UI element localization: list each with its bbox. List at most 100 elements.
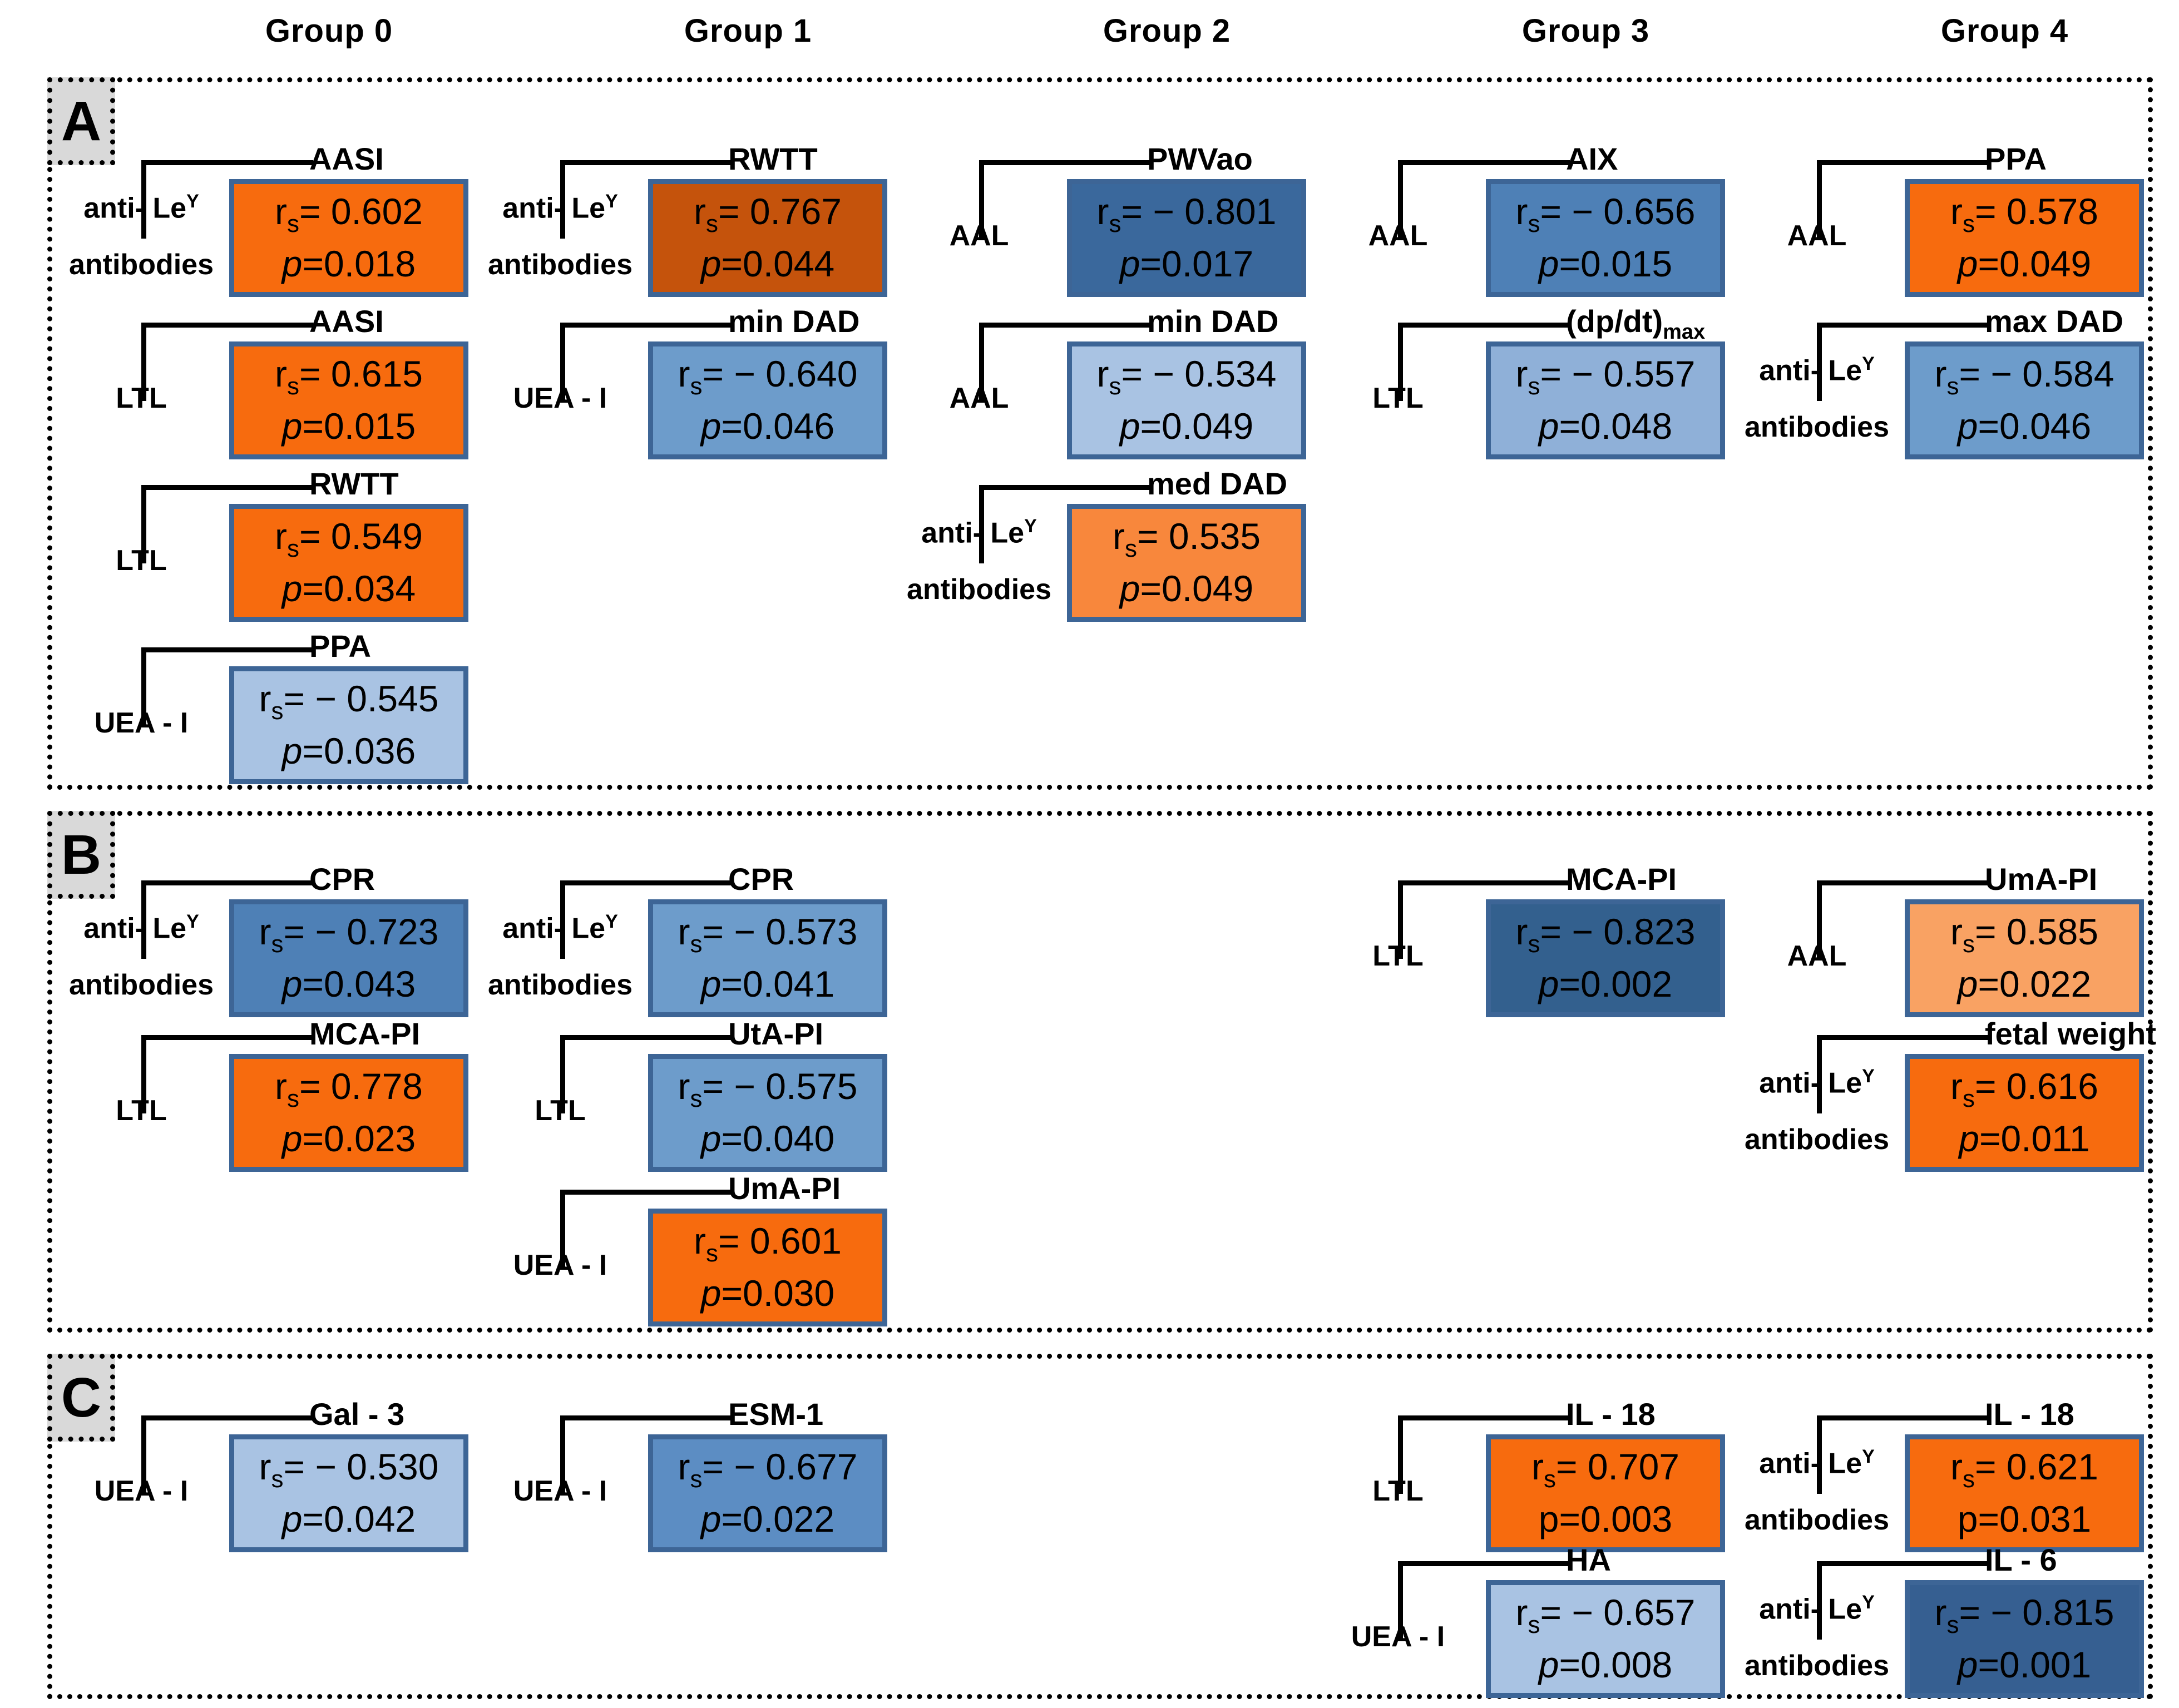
column-group-2 [896,816,1315,1328]
variable-label: UtA-PI [728,1016,824,1051]
source-label: AAL [1733,899,1900,1014]
superscript: Y [186,191,199,212]
superscript: Y [1862,1446,1875,1468]
variable-label: med DAD [1147,466,1288,501]
source-label-line: antibodies [1744,1650,1890,1682]
r-value-line: rs= − 0.801 [1096,191,1277,238]
column-group-4: IL - 18 anti- LeY antibodies rs= 0.621 p=0.0… [1733,1359,2152,1698]
connector-bracket-line [560,880,732,959]
p-value-line: p=0.046 [700,405,835,447]
connector-bracket-line [1398,323,1570,401]
variable-label: fetal weight [1985,1016,2157,1051]
r-value-line: rs= 0.778 [274,1066,423,1113]
p-value-line: p=0.002 [1538,963,1673,1004]
p-value-line: p=0.030 [700,1272,835,1314]
source-label-line: UEA - I [513,1475,607,1508]
source-label-line: anti- LeY [1759,1446,1875,1480]
source-label: UEA - I [58,666,225,781]
source-label: LTL [1315,1434,1481,1549]
source-label: LTL [58,504,225,618]
p-value-line: p=0.003 [1538,1498,1673,1539]
r-value-line: rs= 0.535 [1112,516,1261,563]
p-value-line: p=0.022 [700,1498,835,1539]
p-value-line: p=0.023 [281,1117,416,1159]
source-label: UEA - I [58,1434,225,1549]
source-label: AAL [896,179,1063,294]
source-label-line: antibodies [1744,411,1890,444]
source-label-line: anti- LeY [1759,1592,1875,1626]
p-value-line: p=0.018 [281,242,416,284]
p-value-line: p=0.017 [1119,242,1254,284]
source-label-line: antibodies [487,249,633,281]
superscript: Y [186,911,199,933]
source-label-line: LTL [535,1095,586,1127]
source-label-line: LTL [1372,1475,1424,1508]
p-value-line: p=0.008 [1538,1643,1673,1685]
source-label-line: UEA - I [513,1249,607,1282]
r-value-line: rs= − 0.723 [259,911,439,958]
variable-label: AASI [309,141,384,176]
connector-bracket-line [141,323,313,401]
source-label: UEA - I [477,1209,644,1323]
connector-bracket-line [1817,323,1989,401]
variable-label: PWVao [1147,141,1253,176]
p-value-line: p=0.046 [1957,405,2092,447]
variable-label: AIX [1566,141,1618,176]
source-label: LTL [1315,899,1481,1014]
variable-label: UmA-PI [728,1171,841,1206]
variable-label: IL - 18 [1566,1397,1656,1432]
connector-bracket-line [141,160,313,239]
connector-bracket-line [560,1035,732,1113]
superscript: Y [1024,516,1037,537]
correlation-box: rs= − 0.640 p=0.046 [648,341,887,459]
r-value-line: rs= 0.767 [693,191,842,238]
r-value-line: rs= − 0.640 [678,353,858,400]
connector-bracket-line [141,1035,313,1113]
p-value-line: p=0.031 [1957,1498,2092,1539]
variable-label: CPR [309,862,375,897]
source-label-line: anti- LeY [921,516,1037,549]
r-value-line: rs= 0.621 [1950,1446,2099,1493]
source-label: AAL [896,341,1063,456]
p-value-line: p=0.049 [1119,405,1254,447]
r-value-line: rs= − 0.573 [678,911,858,958]
p-value-line: p=0.042 [281,1498,416,1539]
r-value-line: rs= − 0.584 [1934,353,2114,400]
source-label-line: antibodies [487,969,633,1002]
connector-bracket-line [1398,1561,1570,1640]
r-value-line: rs= − 0.656 [1515,191,1696,238]
source-label-line: antibodies [1744,1123,1890,1156]
source-label-line: UEA - I [94,707,189,740]
variable-label: PPA [309,628,371,664]
p-value-line: p=0.040 [700,1117,835,1159]
variable-label: IL - 18 [1985,1397,2074,1432]
connector-bracket-line [141,485,313,563]
connector-bracket-line [141,647,313,726]
